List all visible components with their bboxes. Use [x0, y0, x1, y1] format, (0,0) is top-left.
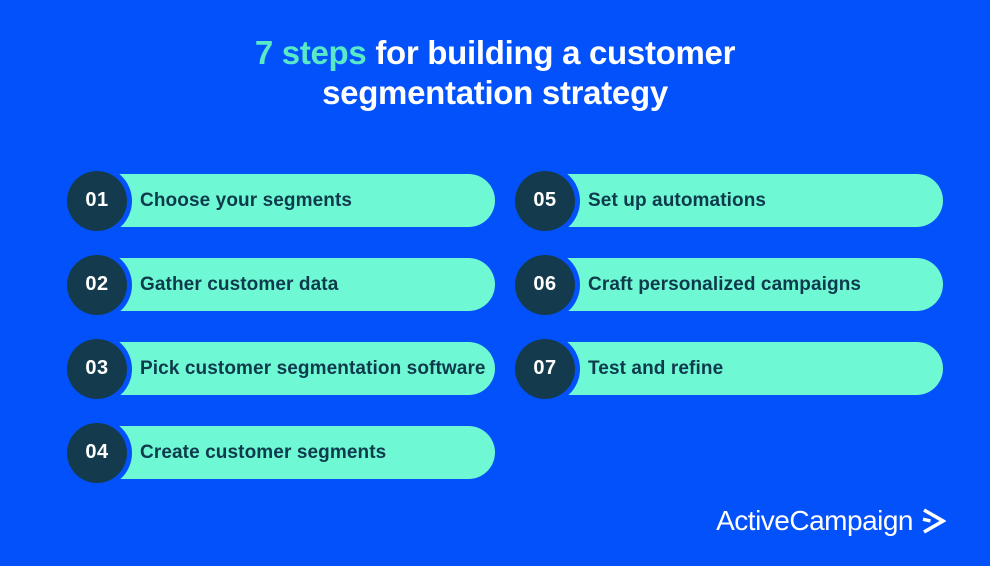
- title-line2: segmentation strategy: [322, 74, 668, 111]
- step-pill-7: 07 Test and refine: [515, 338, 943, 399]
- step-pill-2: 02 Gather customer data: [67, 254, 495, 315]
- step-number: 04: [85, 441, 109, 463]
- step-pill-5: 05 Set up automations: [515, 170, 943, 231]
- step-pill-3: 03 Pick customer segmentation software: [67, 338, 495, 399]
- step-number: 07: [533, 357, 557, 379]
- step-label: Set up automations: [588, 189, 767, 211]
- step-number: 03: [85, 357, 109, 379]
- title-line1-rest: for building a customer: [366, 34, 736, 71]
- step-pill-4: 04 Create customer segments: [67, 422, 495, 483]
- step-label: Create customer segments: [140, 441, 387, 463]
- activecampaign-chevron-icon: [922, 508, 946, 534]
- step-number-badge: 04: [67, 422, 127, 483]
- brand-logo: ActiveCampaign: [716, 505, 946, 537]
- step-number-badge: 06: [515, 254, 575, 315]
- step-label: Choose your segments: [140, 189, 353, 211]
- step-label: Gather customer data: [140, 273, 339, 295]
- step-pill-6: 06 Craft personalized campaigns: [515, 254, 943, 315]
- step-label: Pick customer segmentation software: [140, 357, 486, 379]
- step-number-badge: 07: [515, 338, 575, 399]
- steps-column-left: 01 Choose your segments 02 Gather custom…: [67, 170, 495, 483]
- step-number: 05: [533, 189, 557, 211]
- steps-column-right: 05 Set up automations 06 Craft personali…: [515, 170, 943, 399]
- step-number: 02: [85, 273, 109, 295]
- brand-name: ActiveCampaign: [716, 505, 913, 536]
- step-pill-1: 01 Choose your segments: [67, 170, 495, 231]
- step-label: Craft personalized campaigns: [588, 273, 862, 295]
- step-number: 01: [85, 189, 109, 211]
- step-label: Test and refine: [588, 357, 724, 379]
- step-number-badge: 01: [67, 170, 127, 231]
- step-number: 06: [533, 273, 557, 295]
- title-accent: 7 steps: [254, 34, 367, 71]
- step-number-badge: 02: [67, 254, 127, 315]
- step-number-badge: 05: [515, 170, 575, 231]
- step-number-badge: 03: [67, 338, 127, 399]
